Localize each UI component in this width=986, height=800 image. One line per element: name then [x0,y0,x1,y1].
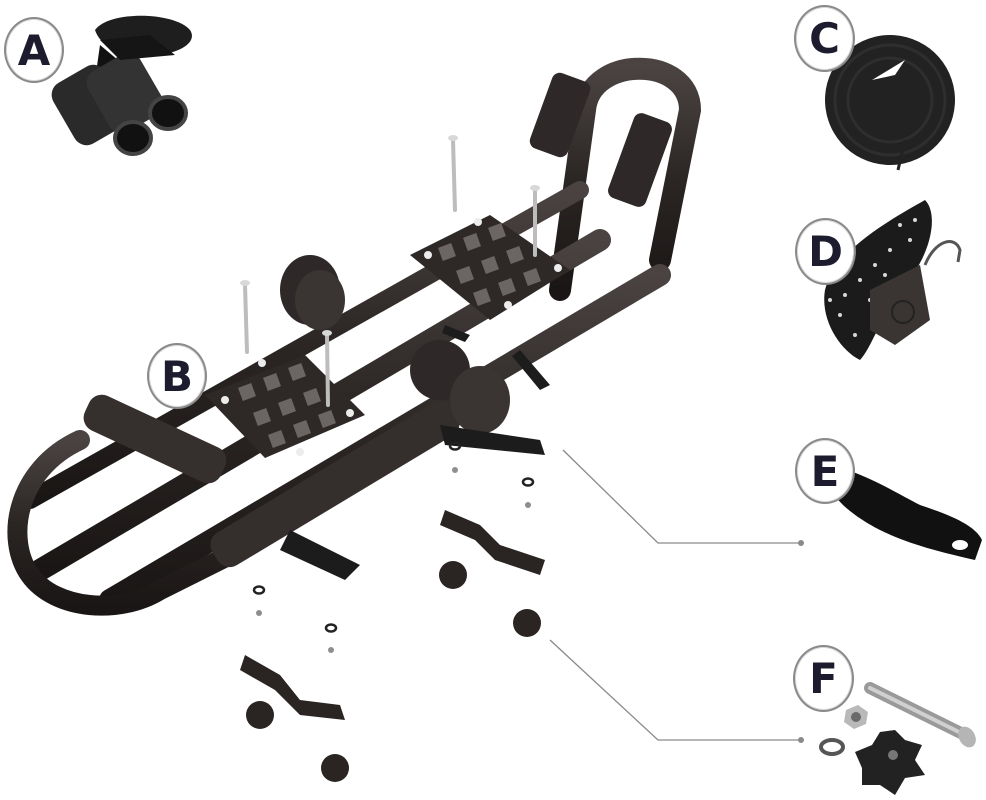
pad-lower-icon [205,355,365,458]
part-d-rope-ratchet-icon [824,200,962,360]
label-e: E [795,438,855,504]
leader-lines [549,449,800,741]
part-f-hardware-icon [819,682,976,795]
part-e-bracket-icon [835,470,982,560]
mounting-bracket-rack [240,325,550,720]
label-a: A [4,17,64,83]
part-c-coiled-strap-icon [825,35,955,171]
part-a-strap-tubes-icon [51,15,192,156]
bolts-icon [243,138,537,407]
washers-icon [252,441,535,633]
label-c: C [794,5,855,72]
pad-upper-icon [410,215,570,320]
label-b: B [147,343,207,409]
label-f: F [793,645,854,712]
star-knob-rack [246,561,541,782]
part-b-rack-frame-icon [7,57,702,616]
label-d: D [795,218,856,285]
